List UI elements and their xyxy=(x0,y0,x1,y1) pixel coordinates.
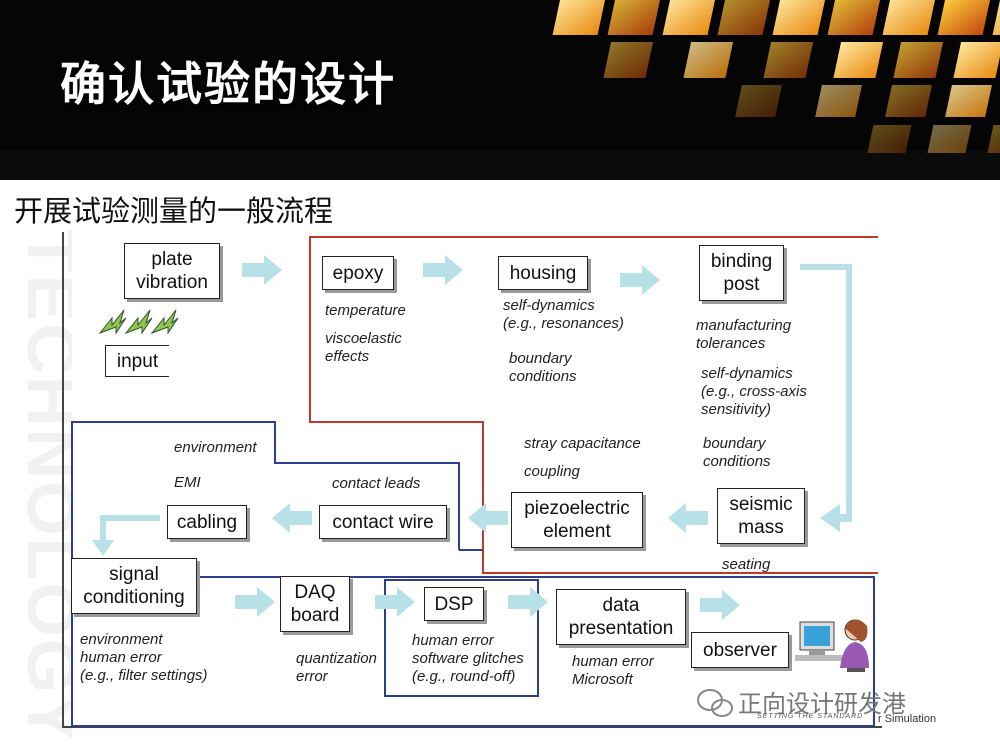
arrow-piezo-to-wire xyxy=(468,503,508,533)
note-quantization: quantization error xyxy=(296,650,377,685)
signal-conditioning-label: signal conditioning xyxy=(83,564,185,608)
blue-region-outline xyxy=(71,421,460,726)
seismic-mass-box: seismic mass xyxy=(717,488,805,544)
note-self-dynamics-post: self-dynamics (e.g., cross-axis sensitiv… xyxy=(701,365,807,418)
arrow-housing-to-post xyxy=(620,265,660,295)
note-boundary-post: boundary conditions xyxy=(703,435,771,470)
housing-label: housing xyxy=(509,262,577,284)
note-boundary-housing: boundary conditions xyxy=(509,350,577,385)
binding-post-label: binding post xyxy=(710,251,773,295)
piezoelectric-element-box: piezoelectric element xyxy=(511,492,643,548)
observer-person-icon xyxy=(795,619,869,672)
signal-conditioning-box: signal conditioning xyxy=(71,558,197,614)
arrow-dsp-to-presentation xyxy=(508,587,548,617)
seismic-mass-label: seismic mass xyxy=(729,494,793,538)
daq-board-label: DAQ board xyxy=(290,582,340,626)
note-manufacturing: manufacturing tolerances xyxy=(696,317,792,352)
daq-board-box: DAQ board xyxy=(280,576,350,632)
data-presentation-box: data presentation xyxy=(556,589,686,645)
data-presentation-label: data presentation xyxy=(568,595,674,639)
arrow-presentation-to-observer xyxy=(700,590,740,620)
note-seating: seating xyxy=(722,556,771,573)
plate-vibration-label: plate vibration xyxy=(136,249,208,293)
note-environment-bottom: environment human error (e.g., filter se… xyxy=(80,631,208,684)
wechat-icon xyxy=(697,689,733,717)
note-stray-capacitance: stray capacitance xyxy=(524,435,641,452)
arrow-post-to-mass xyxy=(800,264,852,532)
dsp-label: DSP xyxy=(434,593,474,615)
note-self-dynamics-housing: self-dynamics (e.g., resonances) xyxy=(503,297,624,332)
tile-pattern xyxy=(0,0,1000,180)
note-viscoelastic: viscoelastic effects xyxy=(325,330,402,365)
piezoelectric-element-label: piezoelectric element xyxy=(524,498,630,542)
slide-title: 确认试验的设计 xyxy=(60,57,396,111)
contact-wire-label: contact wire xyxy=(332,511,434,533)
arrow-signal-to-daq xyxy=(235,587,275,617)
cabling-label: cabling xyxy=(176,511,238,533)
red-region-outline xyxy=(309,236,878,574)
observer-box: observer xyxy=(691,632,789,668)
housing-box: housing xyxy=(498,256,588,290)
frame-left-line xyxy=(62,232,64,728)
note-coupling: coupling xyxy=(524,463,580,480)
blue-bottom-region xyxy=(71,576,875,727)
note-presentation-errors: human error Microsoft xyxy=(572,653,654,688)
contact-wire-box: contact wire xyxy=(319,505,447,539)
note-contact-leads: contact leads xyxy=(332,475,421,492)
dsp-box: DSP xyxy=(424,587,484,621)
arrow-cabling-to-signal xyxy=(92,515,160,556)
input-box: input xyxy=(105,345,169,377)
arrow-daq-to-dsp xyxy=(375,587,415,617)
note-emi: EMI xyxy=(174,474,201,491)
dsp-region xyxy=(384,579,539,697)
arrow-wire-to-cabling xyxy=(272,503,312,533)
logo-partial-text: r Simulation xyxy=(878,713,937,725)
binding-post-box: binding post xyxy=(699,245,784,301)
arrow-plate-to-epoxy xyxy=(242,255,282,285)
note-temperature: temperature xyxy=(325,302,406,319)
observer-label: observer xyxy=(703,639,777,661)
header-banner: 确认试验的设计 xyxy=(0,0,1000,180)
note-environment-top: environment xyxy=(174,439,257,456)
slide-subtitle: 开展试验测量的一般流程 xyxy=(14,194,334,228)
arrow-mass-to-piezo xyxy=(668,503,708,533)
vibration-input-icon xyxy=(98,309,179,335)
epoxy-label: epoxy xyxy=(332,262,384,284)
note-dsp-errors: human error software glitches (e.g., rou… xyxy=(412,632,524,685)
wechat-watermark-text: 正向设计研发港 xyxy=(738,690,906,718)
cabling-box: cabling xyxy=(167,505,247,539)
epoxy-box: epoxy xyxy=(322,256,394,290)
input-label: input xyxy=(116,350,159,372)
arrow-epoxy-to-housing xyxy=(423,255,463,285)
plate-vibration-box: plate vibration xyxy=(124,243,220,299)
logo-tagline: SETTING THE STANDARD xyxy=(757,713,864,720)
